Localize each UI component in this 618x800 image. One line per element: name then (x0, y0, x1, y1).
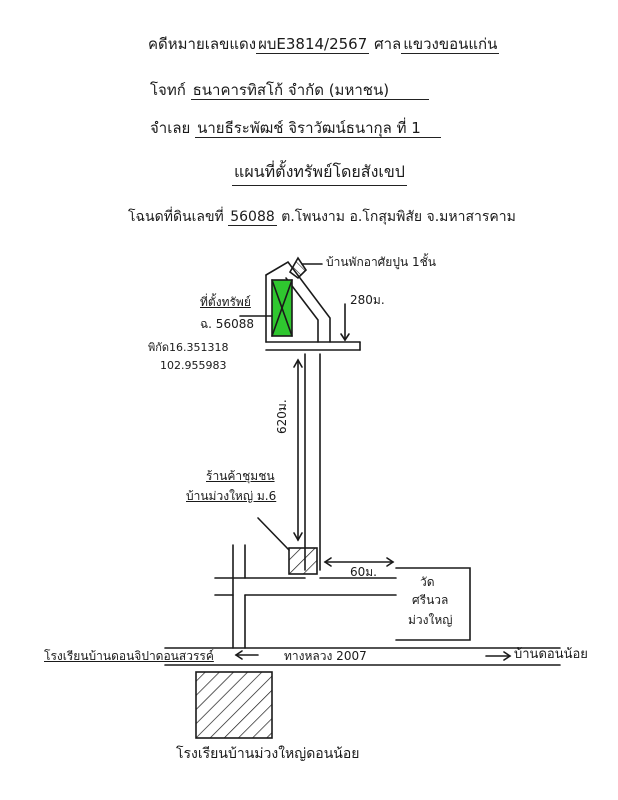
property-label: ที่ตั้งทรัพย์ (200, 295, 251, 309)
court-prefix: ศาล (374, 35, 402, 53)
deed-location: ต.โพนงาม อ.โกสุมพิสัย จ.มหาสารคาม (281, 209, 516, 225)
court-name: แขวงขอนแก่น (401, 35, 500, 54)
temple-label-line2: ศรีนวล (412, 593, 449, 607)
right-destination: บ้านดอนน้อย (514, 647, 588, 662)
house-label: บ้านพักอาศัยปูน 1ชั้น (326, 255, 436, 269)
property-cross-2 (271, 279, 293, 337)
deed-line: โฉนดที่ดินเลขที่ 56088 ต.โพนงาม อ.โกสุมพ… (128, 206, 516, 228)
bottom-school-label: โรงเรียนบ้านม่วงใหญ่ดอนน้อย (176, 746, 360, 762)
right-arrowhead (503, 651, 512, 661)
coordinate-lng: 102.955983 (160, 359, 227, 372)
distance-main: 620ม. (275, 399, 289, 434)
shop-leader (257, 517, 290, 551)
left-arrowhead (234, 650, 243, 660)
defendant-name: นายธีระพัฒช์ จิราวัฒน์ธนากุล ที่ 1 (195, 119, 441, 138)
shop-label-line1: ร้านค้าชุมชน (206, 469, 275, 483)
temple-outline (395, 567, 471, 641)
shop-label-line2: บ้านม่วงใหญ่ ม.6 (186, 489, 277, 503)
deed-number: 56088 (228, 209, 277, 226)
highway-label: ทางหลวง 2007 (284, 649, 367, 663)
property-deed: ฉ. 56088 (200, 317, 254, 331)
case-number-line: คดีหมายเลขแดงผบE3814/2567 ศาลแขวงขอนแก่น (148, 32, 500, 56)
case-number: ผบE3814/2567 (256, 35, 370, 54)
coordinate-lat: พิกัด16.351318 (148, 341, 229, 354)
plaintiff-name: ธนาคารทิสโก้ จำกัด (มหาชน) (190, 81, 430, 100)
plaintiff-prefix: โจทก์ (150, 81, 186, 99)
distance-top: 280ม. (350, 293, 385, 307)
house-shape (288, 256, 308, 280)
dim-main-arrow-top (293, 358, 303, 368)
dim-main-arrow-bottom (293, 532, 303, 542)
upper-road-top-edge (265, 260, 331, 343)
defendant-prefix: จำเลย (150, 119, 191, 137)
left-destination: โรงเรียนบ้านดอนจิปาดอนสวรรค์ (44, 649, 214, 663)
bottom-school-building (195, 671, 273, 739)
dim-side-arrow-left (323, 557, 332, 567)
dim-side-arrow-right (386, 557, 395, 567)
case-prefix: คดีหมายเลขแดง (148, 35, 257, 53)
dim-top-arrow (340, 333, 350, 342)
deed-prefix: โฉนดที่ดินเลขที่ (128, 209, 224, 225)
temple-label-line3: ม่วงใหญ่ (408, 613, 453, 627)
temple-label-line1: วัด (420, 575, 435, 589)
distance-side: 60ม. (350, 565, 377, 579)
plaintiff-line: โจทก์ ธนาคารทิสโก้ จำกัด (มหาชน) (150, 78, 430, 102)
document-title: แผนที่ตั้งทรัพย์โดยสังเขป (232, 160, 407, 186)
shop-building (288, 547, 318, 575)
upper-road-inner-edge (285, 277, 319, 343)
defendant-line: จำเลย นายธีระพัฒช์ จิราวัฒน์ธนากุล ที่ 1 (150, 116, 441, 140)
